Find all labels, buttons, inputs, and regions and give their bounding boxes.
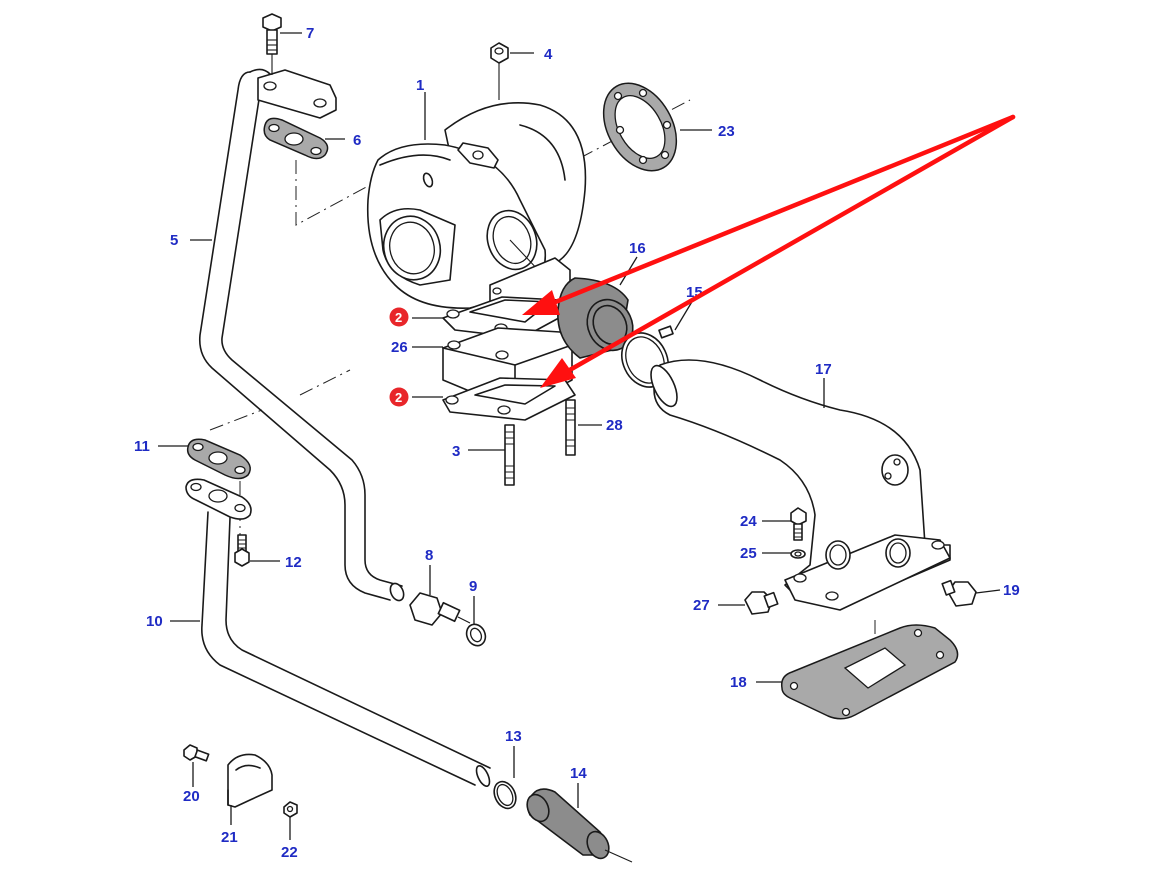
callout-26: 26: [391, 339, 408, 356]
callout-24: 24: [740, 513, 757, 530]
callout-17: 17: [815, 361, 832, 378]
highlight-arrows: [522, 114, 1016, 388]
part-9-washer[interactable]: [463, 621, 489, 649]
arrow-to-lower-gasket: [565, 114, 1016, 374]
callout-9: 9: [469, 578, 477, 595]
callout-19: 19: [1003, 582, 1020, 599]
part-17-exhaust-elbow[interactable]: [646, 359, 951, 611]
part-5-oil-feed-pipe[interactable]: [198, 68, 406, 602]
part-25-washer[interactable]: [790, 549, 806, 559]
callout-11: 11: [134, 438, 150, 455]
callout-4: 4: [544, 46, 553, 63]
callout-27: 27: [693, 597, 710, 614]
part-5-flange: [257, 69, 337, 119]
arrowhead-lower: [540, 358, 576, 388]
part-7-bolt[interactable]: [262, 13, 282, 75]
callout-5: 5: [170, 232, 178, 249]
part-21-bracket[interactable]: [227, 753, 273, 808]
callout-7: 7: [306, 25, 314, 42]
callout-21: 21: [221, 829, 238, 846]
part-19-plug[interactable]: [941, 579, 977, 607]
badge-part-2-bottom[interactable]: 2: [389, 387, 409, 407]
badge-part-2-top[interactable]: 2: [389, 307, 409, 327]
part-27-plug[interactable]: [744, 591, 779, 615]
badge-text-top: 2: [395, 310, 402, 325]
part-11-gasket[interactable]: [186, 438, 251, 480]
callout-labels: 1 3 4 5 6 7 8 9 10 11 12 13 14 15 16 17 …: [134, 25, 1020, 861]
part-20-bolt[interactable]: [183, 744, 210, 762]
callout-13: 13: [505, 728, 522, 745]
callout-23: 23: [718, 123, 735, 140]
callout-22: 22: [281, 844, 298, 861]
part-13-hose-clamp[interactable]: [490, 778, 520, 812]
part-12-bolt[interactable]: [234, 534, 250, 567]
callout-16: 16: [629, 240, 646, 257]
callout-6: 6: [353, 132, 361, 149]
callout-18: 18: [730, 674, 747, 691]
callout-1: 1: [416, 77, 424, 94]
part-6-gasket[interactable]: [263, 117, 329, 160]
badge-text-bottom: 2: [395, 390, 402, 405]
part-2-lower-gasket[interactable]: [442, 377, 576, 421]
part-16-hose-sleeve[interactable]: [557, 277, 641, 359]
callout-25: 25: [740, 545, 757, 562]
callout-28: 28: [606, 417, 623, 434]
callout-14: 14: [570, 765, 587, 782]
callout-12: 12: [285, 554, 302, 571]
part-23-gasket[interactable]: [589, 70, 691, 183]
arrowhead-upper: [522, 290, 560, 315]
part-28-stud[interactable]: [565, 399, 576, 456]
callout-20: 20: [183, 788, 200, 805]
part-10-oil-return-pipe[interactable]: [185, 478, 492, 788]
part-14-hose[interactable]: [523, 788, 633, 863]
arrow-to-upper-gasket: [545, 114, 1016, 308]
part-3-stud[interactable]: [504, 424, 515, 486]
part-24-bolt[interactable]: [790, 507, 807, 541]
part-4-nut[interactable]: [490, 42, 509, 100]
part-22-nut[interactable]: [283, 801, 298, 818]
part-8-fitting[interactable]: [409, 592, 471, 626]
callout-8: 8: [425, 547, 433, 564]
callout-10: 10: [146, 613, 163, 630]
part-1-turbocharger[interactable]: [366, 102, 587, 326]
callout-3: 3: [452, 443, 460, 460]
part-18-gasket[interactable]: [780, 624, 959, 720]
